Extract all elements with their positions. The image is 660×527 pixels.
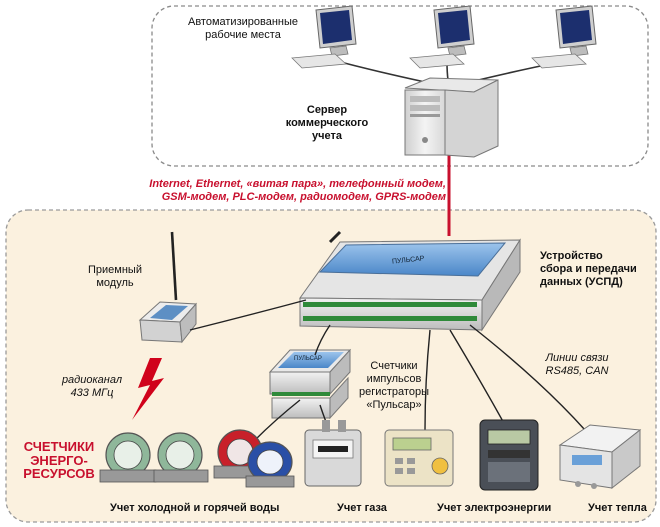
workstations-label-line1: Автоматизированные <box>187 16 299 28</box>
caption-electricity: Учет электроэнергии <box>437 502 552 514</box>
server-label-line2: коммерческого <box>285 116 369 129</box>
pulse-device-text: ПУЛЬСАР <box>294 356 322 362</box>
channels-line2: GSM-модем, PLC-модем, радиомодем, GPRS-м… <box>161 190 446 203</box>
electricity-meter <box>479 419 539 491</box>
radio-label: радиоканал 433 МГц <box>52 374 132 400</box>
pulse-label-line2: импульсов <box>366 372 422 385</box>
workstation-2 <box>409 5 475 69</box>
caption-water: Учет холодной и горячей воды <box>110 502 280 514</box>
comm-lines-line2: RS485, CAN <box>545 364 609 377</box>
workstations-label: Автоматизированные рабочие места <box>168 16 318 42</box>
energy-meters-label: СЧЕТЧИКИ ЭНЕРГО- РЕСУРСОВ <box>14 440 104 481</box>
receiver-label-line1: Приемный <box>88 264 142 276</box>
water-meters <box>99 429 295 488</box>
pulse-label-line1: Счетчики <box>370 360 418 372</box>
uspd-device <box>299 230 521 332</box>
uspd-label-line2: сбора и передачи <box>540 262 637 275</box>
server-tower <box>404 77 499 158</box>
radio-label-line1: радиоканал <box>61 374 123 386</box>
server-label: Сервер коммерческого учета <box>262 104 392 143</box>
energy-label-line3: РЕСУРСОВ <box>23 466 95 482</box>
heat-meter <box>558 424 642 490</box>
comm-lines-label: Линии связи RS485, CAN <box>532 352 622 378</box>
workstations-region <box>151 5 649 167</box>
channels-line1: Internet, Ethernet, «витая пара», телефо… <box>149 178 446 190</box>
server-label-line3: учета <box>312 129 342 142</box>
gas-meter <box>304 420 362 487</box>
pulse-counter-stack <box>268 348 352 420</box>
water-meter-2 <box>153 432 209 483</box>
workstations-label-line2: рабочие места <box>205 28 281 41</box>
caption-gas: Учет газа <box>337 502 387 514</box>
caption-heat: Учет тепла <box>588 502 647 514</box>
water-meter-blue <box>245 441 295 488</box>
receiver-label: Приемный модуль <box>80 264 150 290</box>
uspd-label-line3: данных (УСПД) <box>540 275 623 288</box>
energy-label-line1: СЧЕТЧИКИ <box>23 439 95 454</box>
energy-label-line2: ЭНЕРГО- <box>30 452 88 468</box>
comm-lines-line1: Линии связи <box>545 352 609 364</box>
radio-lightning-icon <box>132 358 164 420</box>
receiver-label-line2: модуль <box>96 276 134 289</box>
bus-lines <box>189 299 586 441</box>
uspd-label: Устройство сбора и передачи данных (УСПД… <box>540 250 652 289</box>
workstation-3 <box>531 5 597 69</box>
uspd-label-line1: Устройство <box>540 250 603 262</box>
workstation-1 <box>291 5 357 69</box>
heat-calculator-small <box>384 429 454 487</box>
pulse-label-line3: регистраторы <box>359 385 429 398</box>
channels-label: Internet, Ethernet, «витая пара», телефо… <box>86 178 446 204</box>
radio-label-line2: 433 МГц <box>70 386 114 399</box>
server-label-line1: Сервер <box>306 104 348 116</box>
pulse-counters-label: Счетчики импульсов регистраторы «Пульсар… <box>348 360 440 412</box>
pulse-label-line4: «Пульсар» <box>366 398 422 411</box>
water-meter-1 <box>99 432 157 483</box>
receiver-module <box>138 231 198 344</box>
